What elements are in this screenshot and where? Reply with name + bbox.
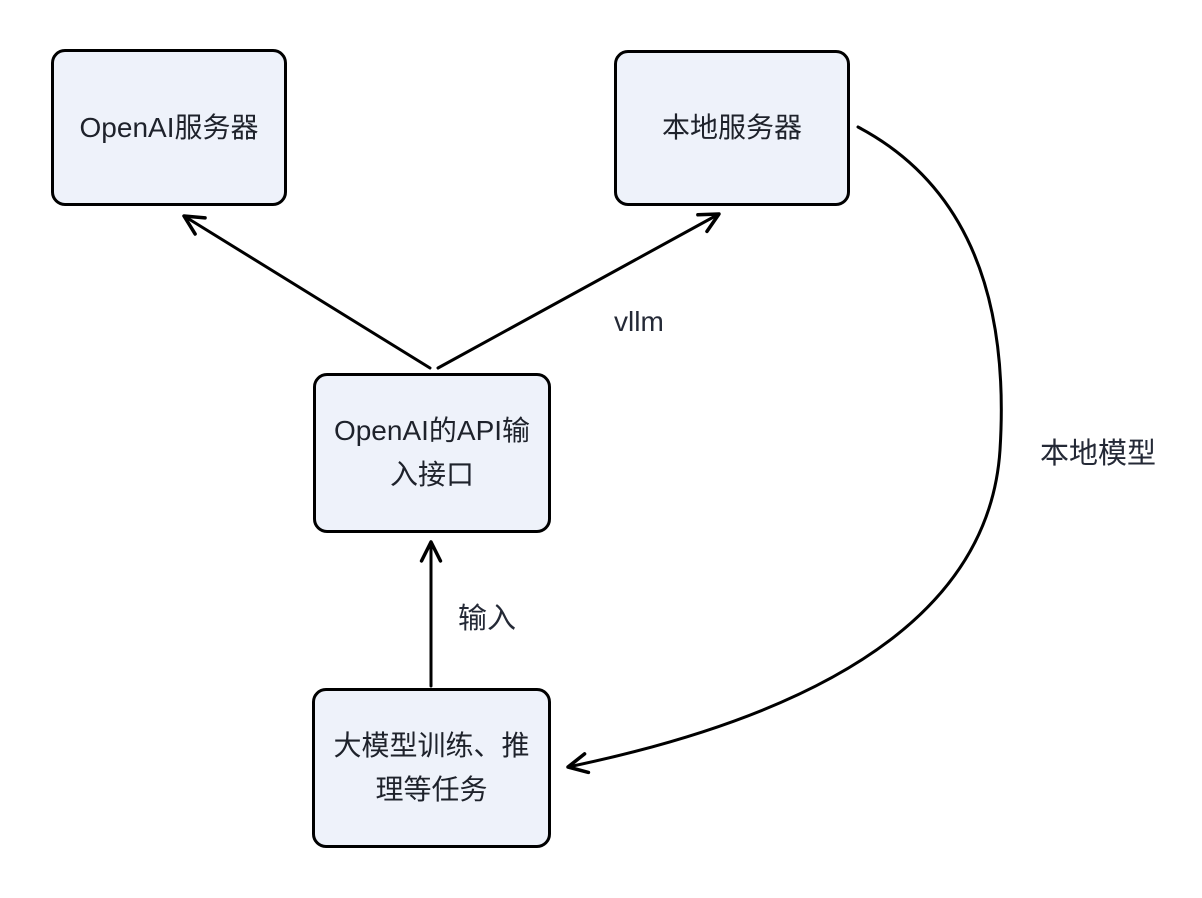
- node-local-server: 本地服务器: [614, 50, 850, 206]
- edge-api-to-openai-server: [182, 214, 432, 370]
- edge-api-to-local-server: [436, 212, 721, 370]
- node-api-interface-label: OpenAI的API输入接口: [333, 415, 531, 490]
- node-local-server-label: 本地服务器: [661, 112, 802, 143]
- edge-label-vllm: vllm: [614, 306, 664, 337]
- node-llm-tasks-label: 大模型训练、推理等任务: [333, 730, 530, 805]
- edge-label-input: 输入: [458, 603, 517, 635]
- node-openai-server: OpenAI服务器: [51, 49, 287, 206]
- node-openai-server-label: OpenAI服务器: [79, 111, 259, 143]
- edge-local-server-to-tasks: [566, 125, 1003, 775]
- node-api-interface: OpenAI的API输入接口: [313, 373, 551, 533]
- node-llm-tasks: 大模型训练、推理等任务: [312, 688, 551, 848]
- edge-label-local-model: 本地模型: [1040, 438, 1157, 470]
